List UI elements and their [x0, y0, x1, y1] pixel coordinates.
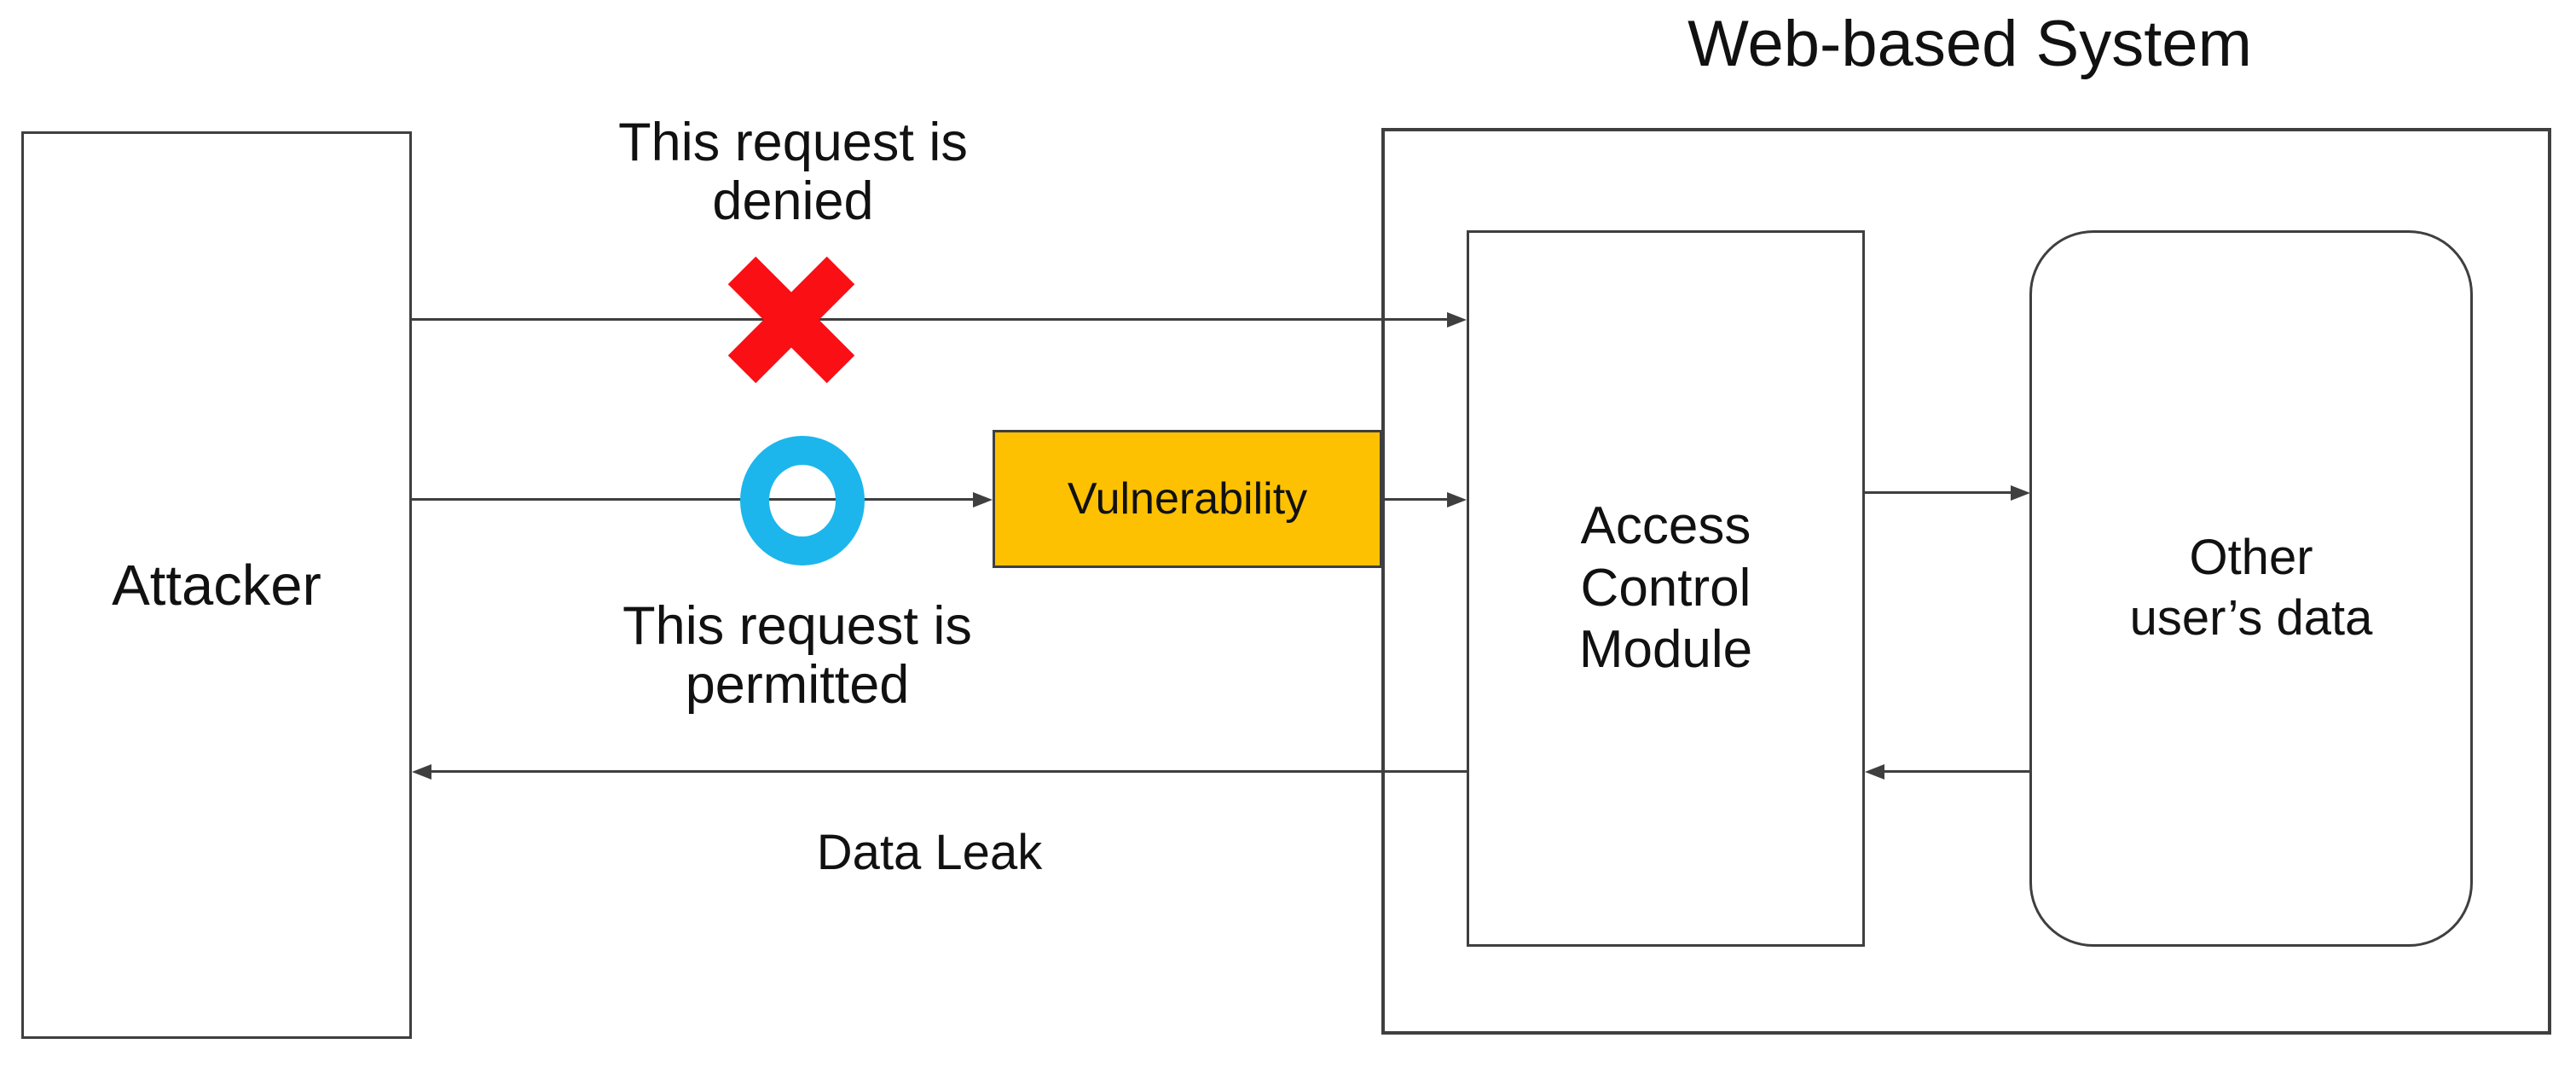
arrow-acm-to-data-arrowhead-icon [2011, 485, 2030, 501]
access-control-module-node: Access Control Module [1467, 230, 1865, 947]
permitted-annotation: This request is permitted [622, 596, 972, 716]
arrow-data-to-acm-line [1884, 770, 2029, 773]
arrow-denied-line [412, 318, 1448, 321]
web-system-box [1381, 128, 2551, 1035]
arrow-denied-arrowhead-icon [1447, 312, 1467, 328]
vulnerability-node: Vulnerability [993, 430, 1382, 568]
access-control-module-label: Access Control Module [1578, 496, 1753, 680]
attacker-label: Attacker [112, 553, 321, 618]
arrow-permitted-arrowhead-icon [973, 492, 993, 507]
arrow-vulnerability-to-acm-arrowhead-icon [1447, 492, 1467, 507]
attacker-node: Attacker [21, 131, 412, 1039]
denied-annotation: This request is denied [618, 113, 968, 232]
other-users-data-node: Other user’s data [2029, 230, 2473, 947]
data-leak-label: Data Leak [816, 825, 1043, 880]
arrow-data-leak-arrowhead-icon [412, 764, 431, 780]
arrow-data-leak-line [431, 770, 1467, 773]
web-system-title: Web-based System [1687, 8, 2252, 80]
arrow-vulnerability-to-acm-line [1382, 498, 1448, 501]
arrow-data-to-acm-arrowhead-icon [1865, 764, 1884, 780]
vulnerability-label: Vulnerability [1067, 474, 1308, 524]
arrow-acm-to-data-line [1865, 491, 2012, 494]
red-x-icon [727, 256, 855, 384]
cyan-circle-icon [740, 436, 865, 565]
other-users-data-label: Other user’s data [2129, 530, 2373, 646]
arrow-permitted-line [412, 498, 974, 501]
